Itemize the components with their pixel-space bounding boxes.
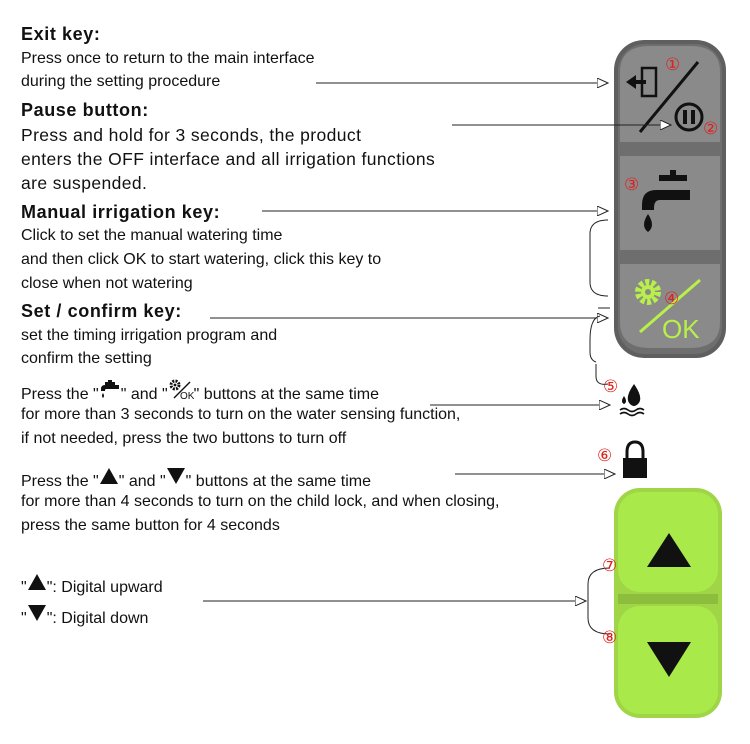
badge-3: ③	[624, 175, 639, 195]
digital-down-label: ": Digital down	[46, 610, 149, 627]
badge-8: ⑧	[602, 628, 617, 648]
quote-text: " buttons at the same time	[185, 473, 371, 490]
digital-down-text: " ": Digital down	[21, 605, 149, 627]
exit-key-desc-2: during the setting procedure	[21, 73, 221, 90]
manual-irrigation-title: Manual irrigation key:	[21, 202, 221, 222]
water-sensing-line-2: for more than 3 seconds to turn on the w…	[21, 406, 461, 423]
up-triangle-icon	[99, 468, 119, 486]
faucet-icon	[99, 380, 121, 399]
ok-slash	[639, 278, 701, 334]
divider-slash	[638, 61, 700, 133]
child-lock-line-1: Press the " " and " " buttons at the same …	[21, 468, 371, 490]
water-sensing-line-1: Press the " " and " OK" buttons at the sam…	[21, 379, 379, 403]
quote-text: Press the "	[21, 473, 99, 490]
pause-button-title: Pause button:	[21, 100, 149, 120]
manual-irrigation-desc-1: Click to set the manual watering time	[21, 227, 283, 244]
leader-lines	[203, 83, 671, 635]
faucet-icon	[642, 170, 690, 232]
quote-text: " buttons at the same time	[193, 386, 379, 403]
up-arrow-icon	[647, 533, 691, 567]
set-confirm-title: Set / confirm key:	[21, 301, 182, 321]
quote-text: " and "	[120, 386, 168, 403]
child-lock-line-2: for more than 4 seconds to turn on the c…	[21, 493, 500, 510]
exit-icon	[626, 66, 658, 98]
down-triangle-icon	[166, 468, 186, 486]
set-confirm-desc-2: confirm the setting	[21, 350, 152, 367]
digital-upward-text: " ": Digital upward	[21, 574, 163, 596]
up-triangle-icon	[27, 574, 47, 592]
badge-6: ⑥	[597, 446, 612, 466]
lock-icon	[623, 440, 647, 478]
badge-7: ⑦	[602, 556, 617, 576]
child-lock-line-3: press the same button for 4 seconds	[21, 517, 280, 534]
svg-text:OK: OK	[180, 391, 194, 400]
set-confirm-desc-1: set the timing irrigation program and	[21, 327, 278, 344]
gear-icon	[635, 279, 661, 305]
exit-key-desc-1: Press once to return to the main interfa…	[21, 50, 315, 67]
water-sensing-icon	[619, 384, 645, 417]
quote-text: "	[21, 579, 27, 596]
gear-ok-icon: OK	[168, 379, 194, 400]
digital-upward-label: ": Digital upward	[46, 579, 163, 596]
badge-5: ⑤	[603, 377, 618, 397]
pause-button-desc-2: enters the OFF interface and all irrigat…	[21, 149, 436, 169]
pause-button-desc-1: Press and hold for 3 seconds, the produc…	[21, 125, 362, 145]
pause-icon	[674, 102, 704, 132]
exit-key-title: Exit key:	[21, 24, 101, 44]
badge-2: ②	[703, 119, 718, 139]
badges: ① ② ③ ④ ⑤ ⑥ ⑦ ⑧	[597, 55, 718, 648]
badge-1: ①	[665, 55, 680, 75]
water-sensing-line-3: if not needed, press the two buttons to …	[21, 430, 347, 447]
manual-irrigation-desc-3: close when not watering	[21, 275, 193, 292]
down-arrow-icon	[647, 642, 691, 677]
manual-irrigation-desc-2: and then click OK to start watering, cli…	[21, 251, 382, 268]
down-triangle-icon	[27, 605, 47, 623]
badge-4: ④	[664, 289, 679, 309]
quote-text: "	[21, 610, 27, 627]
ok-label: OK	[662, 314, 700, 344]
quote-text: " and "	[118, 473, 166, 490]
quote-text: Press the "	[21, 386, 99, 403]
pause-button-desc-3: are suspended.	[21, 173, 148, 193]
